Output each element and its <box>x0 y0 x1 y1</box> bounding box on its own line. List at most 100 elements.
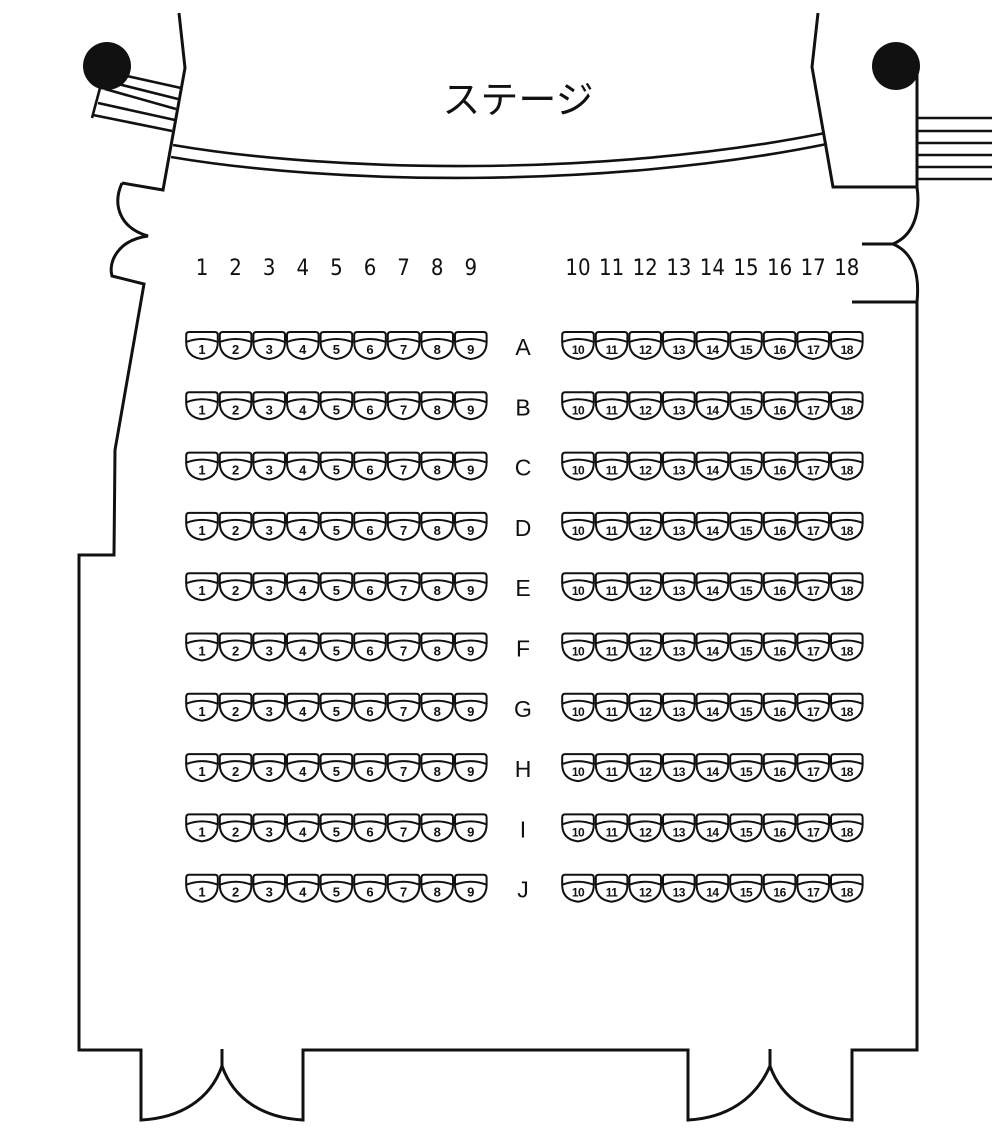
seat[interactable]: 5 <box>319 511 354 541</box>
seat[interactable]: 15 <box>729 451 763 481</box>
seat[interactable]: 16 <box>762 572 797 602</box>
seat[interactable]: 10 <box>561 511 595 541</box>
seat[interactable]: 9 <box>453 572 488 602</box>
seat[interactable]: 10 <box>561 451 595 481</box>
seat[interactable]: 11 <box>594 511 629 541</box>
seat[interactable]: 13 <box>661 753 696 783</box>
seat[interactable]: 7 <box>386 632 421 662</box>
seat[interactable]: 8 <box>420 753 455 783</box>
seat[interactable]: 1 <box>185 451 219 481</box>
seat[interactable]: 7 <box>386 451 421 481</box>
seat[interactable]: 13 <box>661 873 696 903</box>
seat[interactable]: 11 <box>594 632 629 662</box>
seat[interactable]: 17 <box>796 331 831 361</box>
seat[interactable]: 1 <box>185 753 219 783</box>
seat[interactable]: 5 <box>319 632 354 662</box>
seat[interactable]: 2 <box>218 331 253 361</box>
seat[interactable]: 6 <box>353 451 387 481</box>
seat[interactable]: 16 <box>762 692 797 722</box>
seat[interactable]: 11 <box>594 873 629 903</box>
seat[interactable]: 2 <box>218 572 253 602</box>
seat[interactable]: 10 <box>561 331 595 361</box>
seat[interactable]: 15 <box>729 692 763 722</box>
seat[interactable]: 10 <box>561 753 595 783</box>
seat[interactable]: 14 <box>695 873 730 903</box>
seat[interactable]: 3 <box>252 572 287 602</box>
seat[interactable]: 2 <box>218 753 253 783</box>
seat[interactable]: 13 <box>661 572 696 602</box>
seat[interactable]: 16 <box>762 331 797 361</box>
seat[interactable]: 4 <box>285 331 320 361</box>
seat[interactable]: 17 <box>796 692 831 722</box>
seat[interactable]: 12 <box>628 451 663 481</box>
seat[interactable]: 3 <box>252 391 287 421</box>
seat[interactable]: 11 <box>594 391 629 421</box>
seat[interactable]: 3 <box>252 632 287 662</box>
seat[interactable]: 13 <box>661 632 696 662</box>
seat[interactable]: 18 <box>829 451 864 481</box>
seat[interactable]: 14 <box>695 451 730 481</box>
seat[interactable]: 6 <box>353 813 387 843</box>
seat[interactable]: 15 <box>729 331 763 361</box>
seat[interactable]: 1 <box>185 873 219 903</box>
seat[interactable]: 18 <box>829 391 864 421</box>
seat[interactable]: 12 <box>628 572 663 602</box>
seat[interactable]: 3 <box>252 511 287 541</box>
seat[interactable]: 5 <box>319 753 354 783</box>
seat[interactable]: 15 <box>729 511 763 541</box>
seat[interactable]: 9 <box>453 632 488 662</box>
seat[interactable]: 10 <box>561 813 595 843</box>
seat[interactable]: 8 <box>420 632 455 662</box>
seat[interactable]: 15 <box>729 391 763 421</box>
seat[interactable]: 5 <box>319 813 354 843</box>
seat[interactable]: 16 <box>762 632 797 662</box>
seat[interactable]: 9 <box>453 813 488 843</box>
seat[interactable]: 6 <box>353 692 387 722</box>
seat[interactable]: 16 <box>762 873 797 903</box>
seat[interactable]: 10 <box>561 572 595 602</box>
seat[interactable]: 18 <box>829 511 864 541</box>
seat[interactable]: 12 <box>628 391 663 421</box>
seat[interactable]: 13 <box>661 813 696 843</box>
seat[interactable]: 9 <box>453 692 488 722</box>
seat[interactable]: 6 <box>353 331 387 361</box>
seat[interactable]: 9 <box>453 753 488 783</box>
seat[interactable]: 9 <box>453 391 488 421</box>
seat[interactable]: 18 <box>829 572 864 602</box>
seat[interactable]: 2 <box>218 632 253 662</box>
seat[interactable]: 10 <box>561 873 595 903</box>
seat[interactable]: 18 <box>829 692 864 722</box>
seat[interactable]: 12 <box>628 632 663 662</box>
seat[interactable]: 5 <box>319 692 354 722</box>
seat[interactable]: 5 <box>319 331 354 361</box>
seat[interactable]: 12 <box>628 813 663 843</box>
seat[interactable]: 11 <box>594 692 629 722</box>
seat[interactable]: 17 <box>796 391 831 421</box>
seat[interactable]: 12 <box>628 331 663 361</box>
seat[interactable]: 4 <box>285 391 320 421</box>
seat[interactable]: 16 <box>762 511 797 541</box>
seat[interactable]: 4 <box>285 753 320 783</box>
seat[interactable]: 1 <box>185 511 219 541</box>
seat[interactable]: 8 <box>420 511 455 541</box>
seat[interactable]: 8 <box>420 692 455 722</box>
seat[interactable]: 5 <box>319 391 354 421</box>
seat[interactable]: 12 <box>628 692 663 722</box>
seat[interactable]: 17 <box>796 451 831 481</box>
seat[interactable]: 8 <box>420 391 455 421</box>
seat[interactable]: 7 <box>386 753 421 783</box>
seat[interactable]: 13 <box>661 391 696 421</box>
seat[interactable]: 18 <box>829 632 864 662</box>
seat[interactable]: 4 <box>285 451 320 481</box>
seat[interactable]: 4 <box>285 511 320 541</box>
seat[interactable]: 4 <box>285 692 320 722</box>
seat[interactable]: 18 <box>829 873 864 903</box>
seat[interactable]: 5 <box>319 451 354 481</box>
seat[interactable]: 15 <box>729 572 763 602</box>
seat[interactable]: 18 <box>829 813 864 843</box>
seat[interactable]: 8 <box>420 331 455 361</box>
seat[interactable]: 4 <box>285 813 320 843</box>
seat[interactable]: 15 <box>729 873 763 903</box>
seat[interactable]: 6 <box>353 753 387 783</box>
seat[interactable]: 17 <box>796 632 831 662</box>
